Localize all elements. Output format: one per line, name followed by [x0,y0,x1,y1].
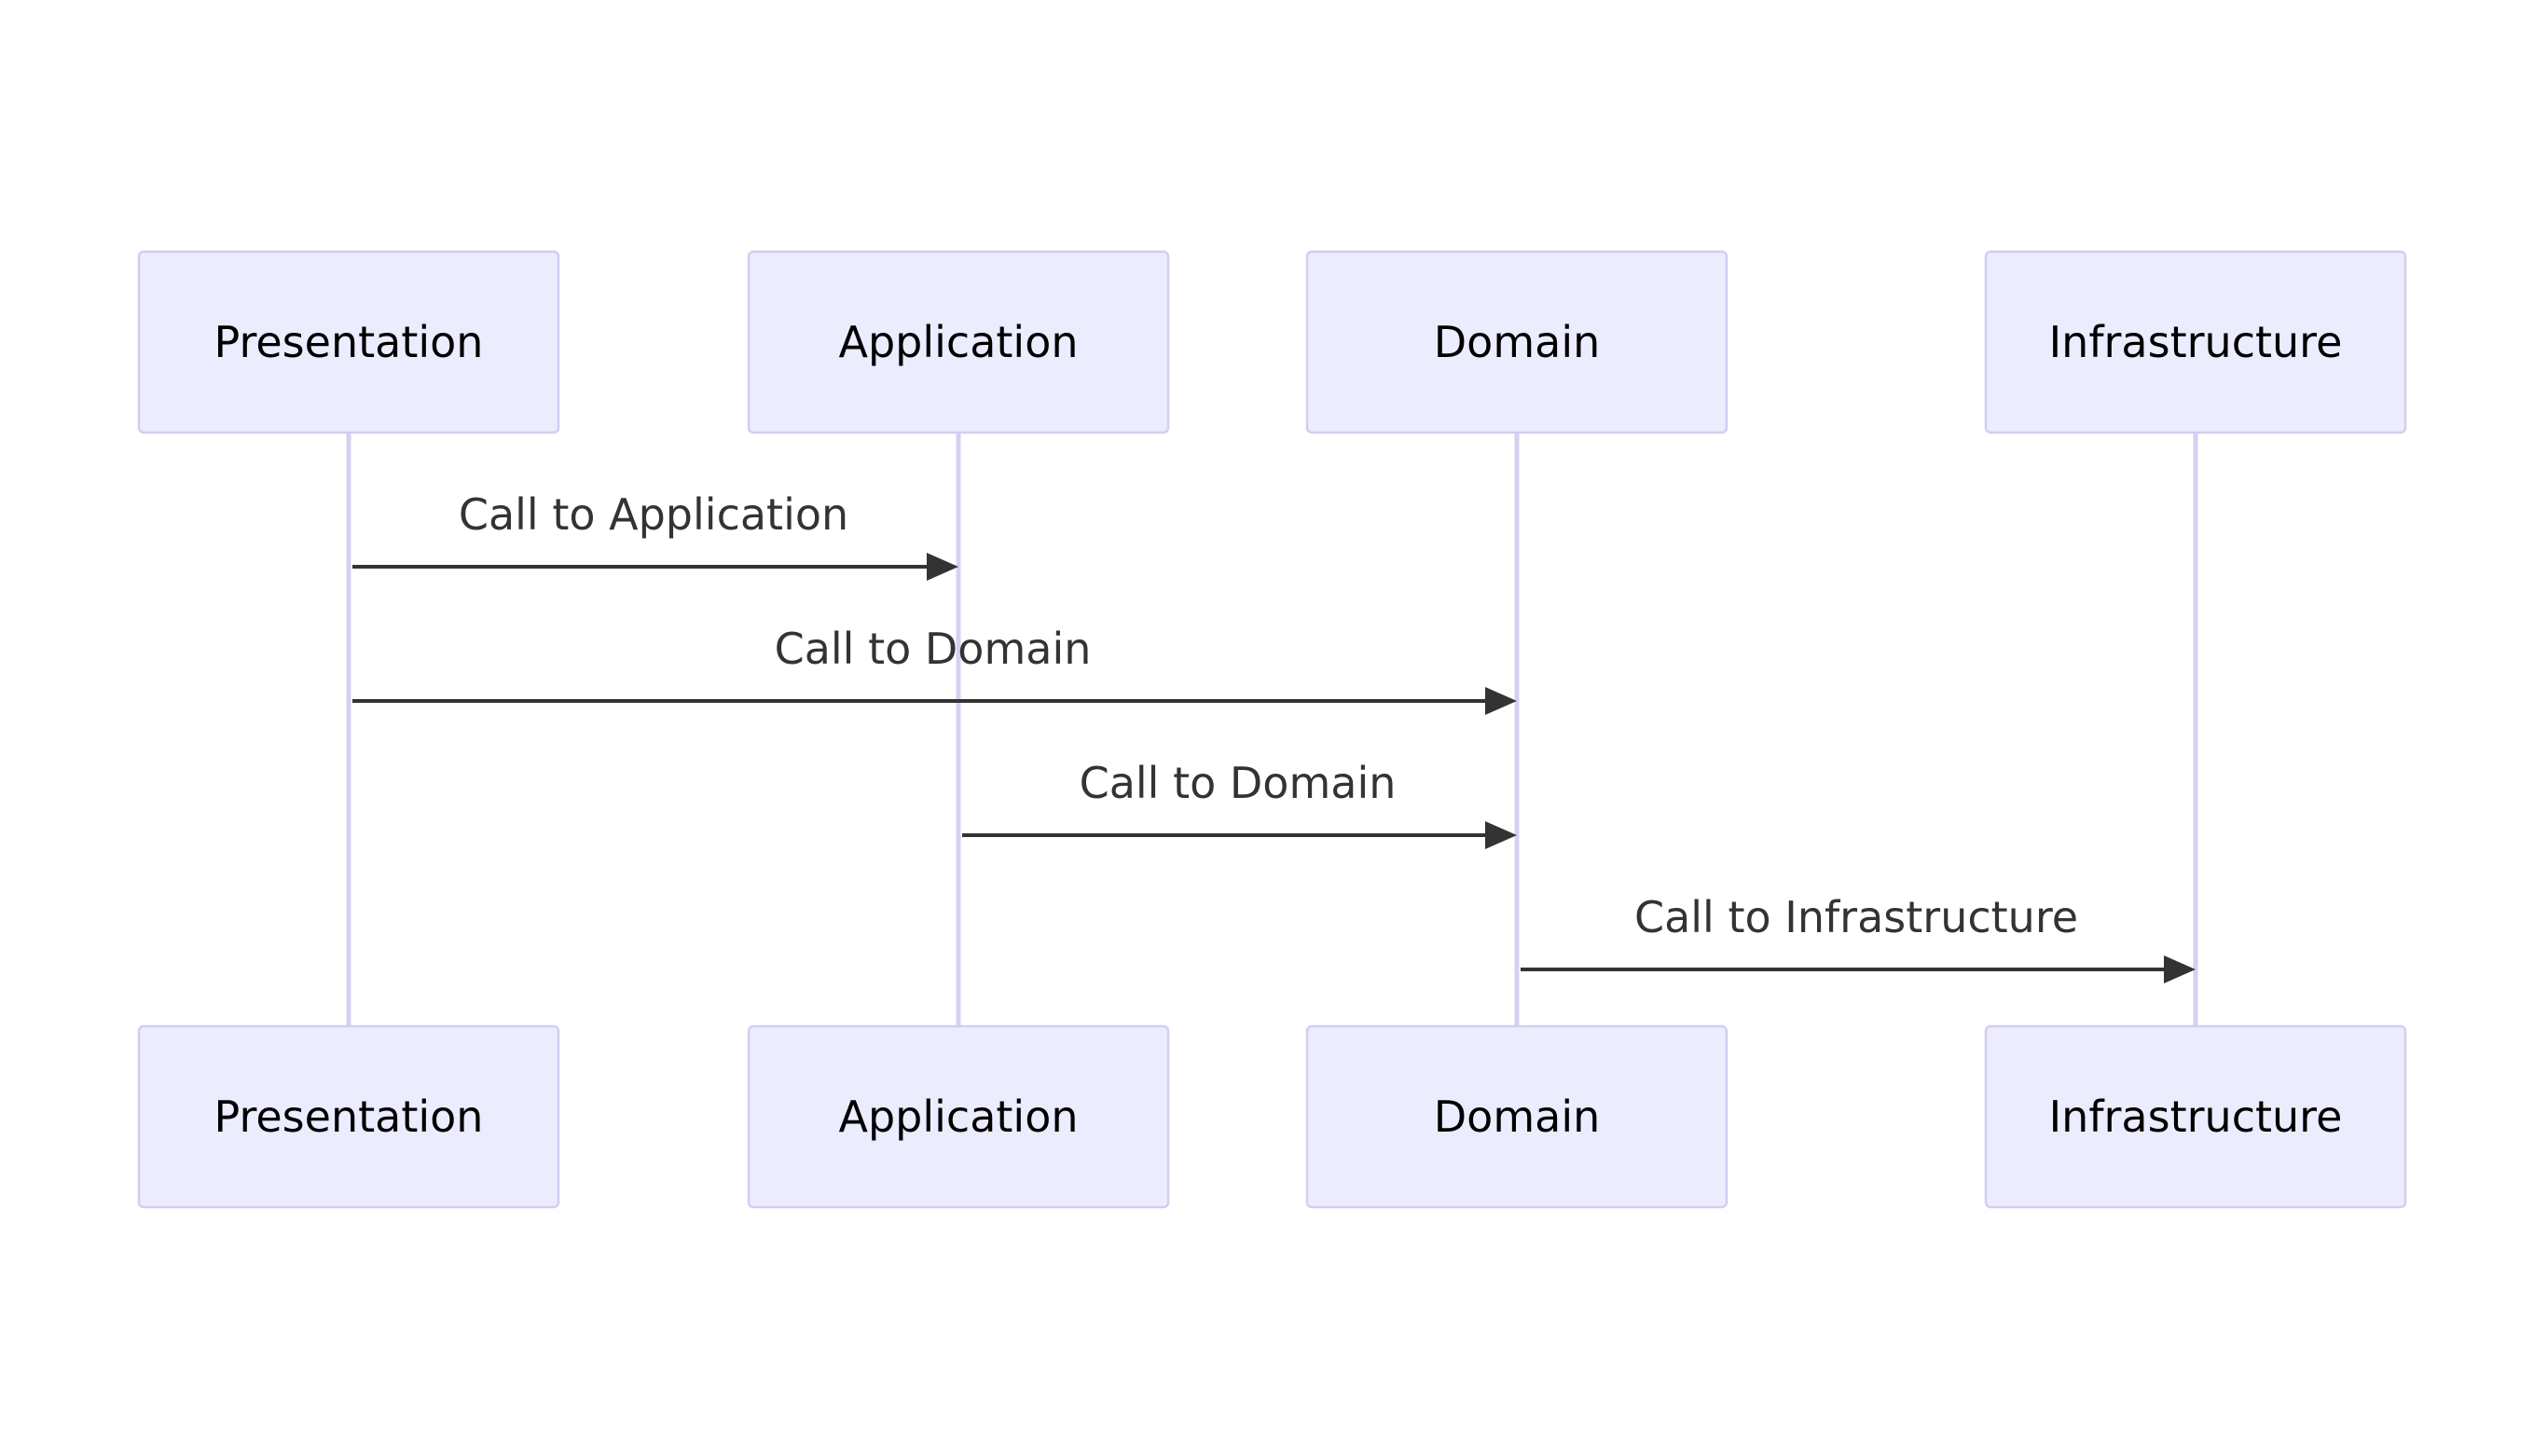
actor-infrastructure-top: Infrastructure [1984,250,2407,434]
actor-label: Presentation [214,1092,484,1142]
actor-label: Domain [1434,1092,1601,1142]
actor-application-top: Application [747,250,1170,434]
actor-domain-top: Domain [1305,250,1728,434]
actor-label: Domain [1434,317,1601,367]
actor-label: Infrastructure [2049,317,2343,367]
arrowhead [2164,955,2196,983]
message-application-to-domain: Call to Domain [962,758,1517,849]
actor-label: Infrastructure [2049,1092,2343,1142]
actor-box [1305,1024,1728,1209]
actor-domain-bottom: Domain [1305,1024,1728,1209]
actor-label: Application [838,1092,1078,1142]
actor-presentation-bottom: Presentation [137,1024,560,1209]
message-presentation-to-application: Call to Application [352,489,958,581]
actors-top: Presentation Application Domain Infrastruct… [137,250,2407,434]
actor-box [747,1024,1170,1209]
actor-box [747,250,1170,434]
lifelines [346,433,2198,1026]
actor-application-bottom: Application [747,1024,1170,1209]
actor-presentation-top: Presentation [137,250,560,434]
actor-label: Presentation [214,317,484,367]
actor-box [137,1024,560,1209]
arrowhead [927,553,958,581]
message-presentation-to-domain: Call to Domain [352,624,1517,715]
message-label: Call to Application [459,489,848,540]
arrowhead [1485,687,1517,715]
actor-box [1305,250,1728,434]
actors-bottom: Presentation Application Domain Infrastruct… [137,1024,2407,1209]
message-label: Call to Infrastructure [1634,892,2078,942]
message-domain-to-infrastructure: Call to Infrastructure [1521,892,2196,983]
arrowhead [1485,821,1517,849]
actor-box [1984,1024,2407,1209]
actor-infrastructure-bottom: Infrastructure [1984,1024,2407,1209]
message-label: Call to Domain [775,624,1092,674]
actor-box [137,250,560,434]
actor-box [1984,250,2407,434]
message-label: Call to Domain [1080,758,1397,808]
actor-label: Application [838,317,1078,367]
